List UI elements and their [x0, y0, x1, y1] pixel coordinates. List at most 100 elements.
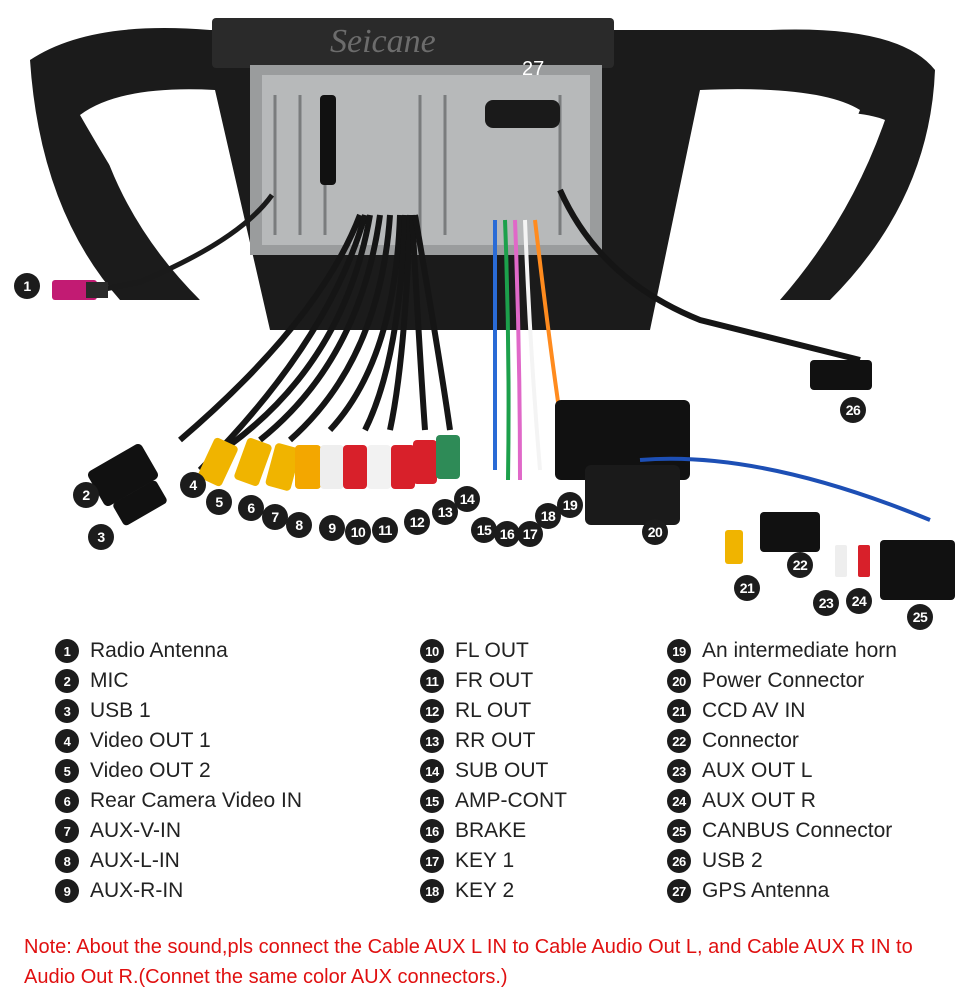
callout-22: 22: [787, 552, 813, 578]
legend-label: SUB OUT: [455, 759, 549, 782]
legend-number: 23: [667, 759, 691, 783]
gps-antenna-puck: [485, 100, 560, 128]
legend-label: KEY 1: [455, 849, 515, 872]
legend-number: 17: [420, 849, 444, 873]
usb2-plug: [810, 360, 872, 390]
callout-7: 7: [262, 504, 288, 530]
callout-18: 18: [535, 503, 561, 529]
callout-19: 19: [557, 492, 583, 518]
legend-number: 25: [667, 819, 691, 843]
callout-15: 15: [471, 517, 497, 543]
legend-number: 1: [55, 639, 79, 663]
legend-number: 20: [667, 669, 691, 693]
callout-16: 16: [494, 521, 520, 547]
top-trim: [212, 18, 614, 68]
legend-item: 9 AUX-R-IN: [55, 876, 302, 906]
legend-number: 26: [667, 849, 691, 873]
legend-number: 24: [667, 789, 691, 813]
legend-number: 27: [667, 879, 691, 903]
callout-23: 23: [813, 590, 839, 616]
legend-number: 12: [420, 699, 444, 723]
legend-number: 11: [420, 669, 444, 693]
brand-watermark: Seicane: [330, 23, 436, 60]
legend-number: 7: [55, 819, 79, 843]
callout-25: 25: [907, 604, 933, 630]
callout-27: 27: [522, 58, 545, 80]
callout-21: 21: [734, 575, 760, 601]
callout-11: 11: [372, 517, 398, 543]
legend-item: 11 FR OUT: [420, 666, 567, 696]
legend-number: 15: [420, 789, 444, 813]
legend-item: 24 AUX OUT R: [667, 786, 897, 816]
sound-note: Note: About the sound,pls connect the Ca…: [24, 936, 913, 988]
legend-label: AMP-CONT: [455, 789, 567, 812]
legend-label: Video OUT 1: [90, 729, 211, 752]
legend-item: 20 Power Connector: [667, 666, 897, 696]
callout-24: 24: [846, 588, 872, 614]
legend-label: USB 2: [702, 849, 763, 872]
legend-label: GPS Antenna: [702, 879, 830, 902]
callout-8: 8: [286, 512, 312, 538]
legend-label: Radio Antenna: [90, 639, 228, 662]
callout-14: 14: [454, 486, 480, 512]
callout-5: 5: [206, 489, 232, 515]
legend-number: 4: [55, 729, 79, 753]
legend-label: AUX OUT R: [702, 789, 816, 812]
callout-1: 1: [14, 273, 40, 299]
legend-number: 22: [667, 729, 691, 753]
legend-number: 19: [667, 639, 691, 663]
rca-connectors: [198, 435, 460, 491]
legend-label: RL OUT: [455, 699, 532, 722]
callout-13: 13: [432, 499, 458, 525]
legend-item: 27 GPS Antenna: [667, 876, 897, 906]
ccd-plug: [725, 530, 743, 564]
legend-label: AUX-R-IN: [90, 879, 184, 902]
radio-antenna-plug: [52, 280, 97, 300]
callout-4: 4: [180, 472, 206, 498]
legend-label: AUX-L-IN: [90, 849, 180, 872]
mic-usb-plug: [87, 444, 159, 506]
canbus-connector: [880, 540, 955, 600]
legend-label: KEY 2: [455, 879, 515, 902]
callout-26: 26: [840, 397, 866, 423]
legend-number: 13: [420, 729, 444, 753]
legend-number: 6: [55, 789, 79, 813]
legend-label: FR OUT: [455, 669, 534, 692]
legend-label: RR OUT: [455, 729, 536, 752]
legend-item: 15 AMP-CONT: [420, 786, 567, 816]
callout-9: 9: [319, 515, 345, 541]
legend-label: AUX-V-IN: [90, 819, 182, 842]
legend-label: Power Connector: [702, 669, 865, 692]
legend-label: MIC: [90, 669, 129, 692]
callout-20: 20: [642, 519, 668, 545]
legend-label: CCD AV IN: [702, 699, 806, 722]
legend-item: 13 RR OUT: [420, 726, 567, 756]
legend-label: CANBUS Connector: [702, 819, 893, 842]
legend-label: USB 1: [90, 699, 151, 722]
legend-number: 5: [55, 759, 79, 783]
legend-item: 17 KEY 1: [420, 846, 567, 876]
callout-12: 12: [404, 509, 430, 535]
legend-number: 9: [55, 879, 79, 903]
callout-3: 3: [88, 524, 114, 550]
legend-item: 23 AUX OUT L: [667, 756, 897, 786]
legend-number: 14: [420, 759, 444, 783]
legend-label: AUX OUT L: [702, 759, 813, 782]
legend-item: 14 SUB OUT: [420, 756, 567, 786]
head-unit-wiring-photo: Seicane: [30, 18, 955, 600]
legend-number: 18: [420, 879, 444, 903]
